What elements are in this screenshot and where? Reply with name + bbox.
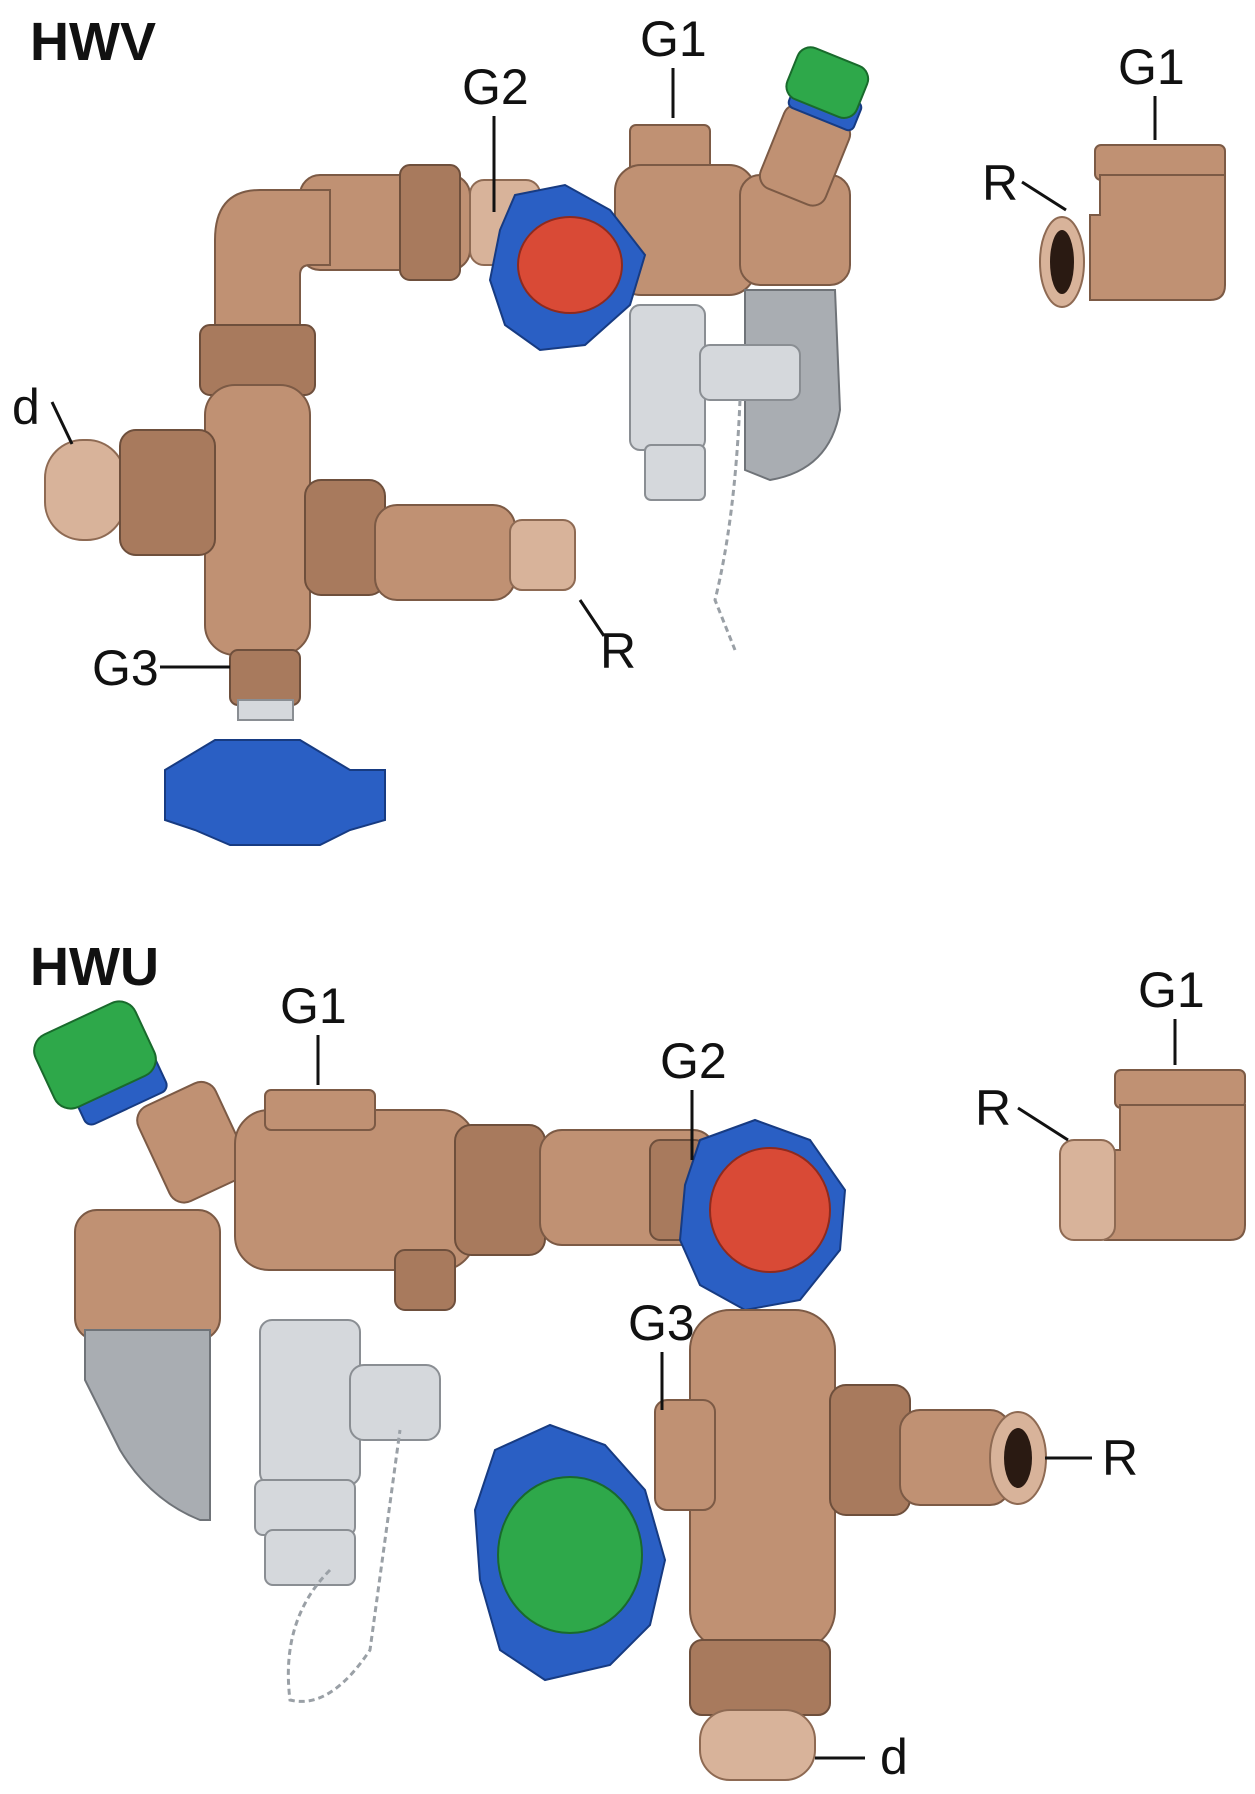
hwu-main-body <box>234 1089 716 1311</box>
hwu-label-g3: G3 <box>628 1295 695 1351</box>
elbow-fitting-icon <box>1039 144 1226 308</box>
chain-icon <box>286 1429 402 1703</box>
hwv-label-g1: G1 <box>640 11 707 67</box>
hwu-elbow-leader-r <box>1017 1106 1069 1142</box>
ball-valve-icon[interactable] <box>254 1319 441 1586</box>
hwu-lower-handwheel[interactable] <box>473 1423 667 1682</box>
hwv-elbow-label-g1: G1 <box>1118 39 1185 95</box>
hwv-bottom-stem <box>229 649 301 706</box>
drain-funnel-icon <box>84 1329 211 1521</box>
hwv-label-r: R <box>600 623 636 679</box>
green-cap-icon[interactable] <box>28 996 162 1115</box>
hwu-elbow-label-r: R <box>975 1080 1011 1136</box>
hwv-upper-handwheel[interactable] <box>488 183 647 352</box>
green-cap-icon[interactable] <box>782 43 872 122</box>
hwv-title: HWV <box>30 12 156 72</box>
hwv-main-body <box>204 384 311 656</box>
hwv-label-g3: G3 <box>92 640 159 696</box>
hwv-right-outlet <box>304 479 576 601</box>
hwu-upper-handwheel[interactable] <box>678 1118 847 1312</box>
hwu-safety-valve <box>28 996 250 1341</box>
hwu-title: HWU <box>30 937 159 997</box>
blue-handwheel-icon[interactable] <box>164 739 386 846</box>
hwv-upper-elbow <box>214 189 331 331</box>
hwu-lower-body <box>654 1309 1047 1781</box>
hwv-spindle <box>237 699 294 721</box>
red-cap-icon <box>517 216 623 314</box>
ball-valve-icon[interactable] <box>629 304 801 501</box>
hwv-elbow-label-r: R <box>982 155 1018 211</box>
hwu-assembly: HWU <box>28 937 1246 1785</box>
hwv-label-g2: G2 <box>462 59 529 115</box>
hwv-assembly: HWV <box>12 11 1226 846</box>
red-cap-icon <box>709 1147 831 1273</box>
hwu-label-g2: G2 <box>660 1033 727 1089</box>
hwu-label-g1: G1 <box>280 978 347 1034</box>
elbow-fitting-icon <box>1059 1069 1246 1241</box>
hwu-label-r: R <box>1102 1430 1138 1486</box>
hwv-left-inlet <box>44 429 216 556</box>
chain-icon <box>713 399 742 651</box>
hwu-elbow-label-g1: G1 <box>1138 962 1205 1018</box>
hwu-label-d: d <box>880 1729 908 1785</box>
hwv-leader-d <box>50 401 74 445</box>
green-cap-icon <box>497 1476 643 1634</box>
hwv-safety-valve <box>758 43 872 207</box>
hwv-elbow-leader-r <box>1021 180 1067 212</box>
hwv-top-tee <box>614 124 851 296</box>
hwv-leader-r <box>578 599 606 637</box>
hwv-label-d: d <box>12 379 40 435</box>
